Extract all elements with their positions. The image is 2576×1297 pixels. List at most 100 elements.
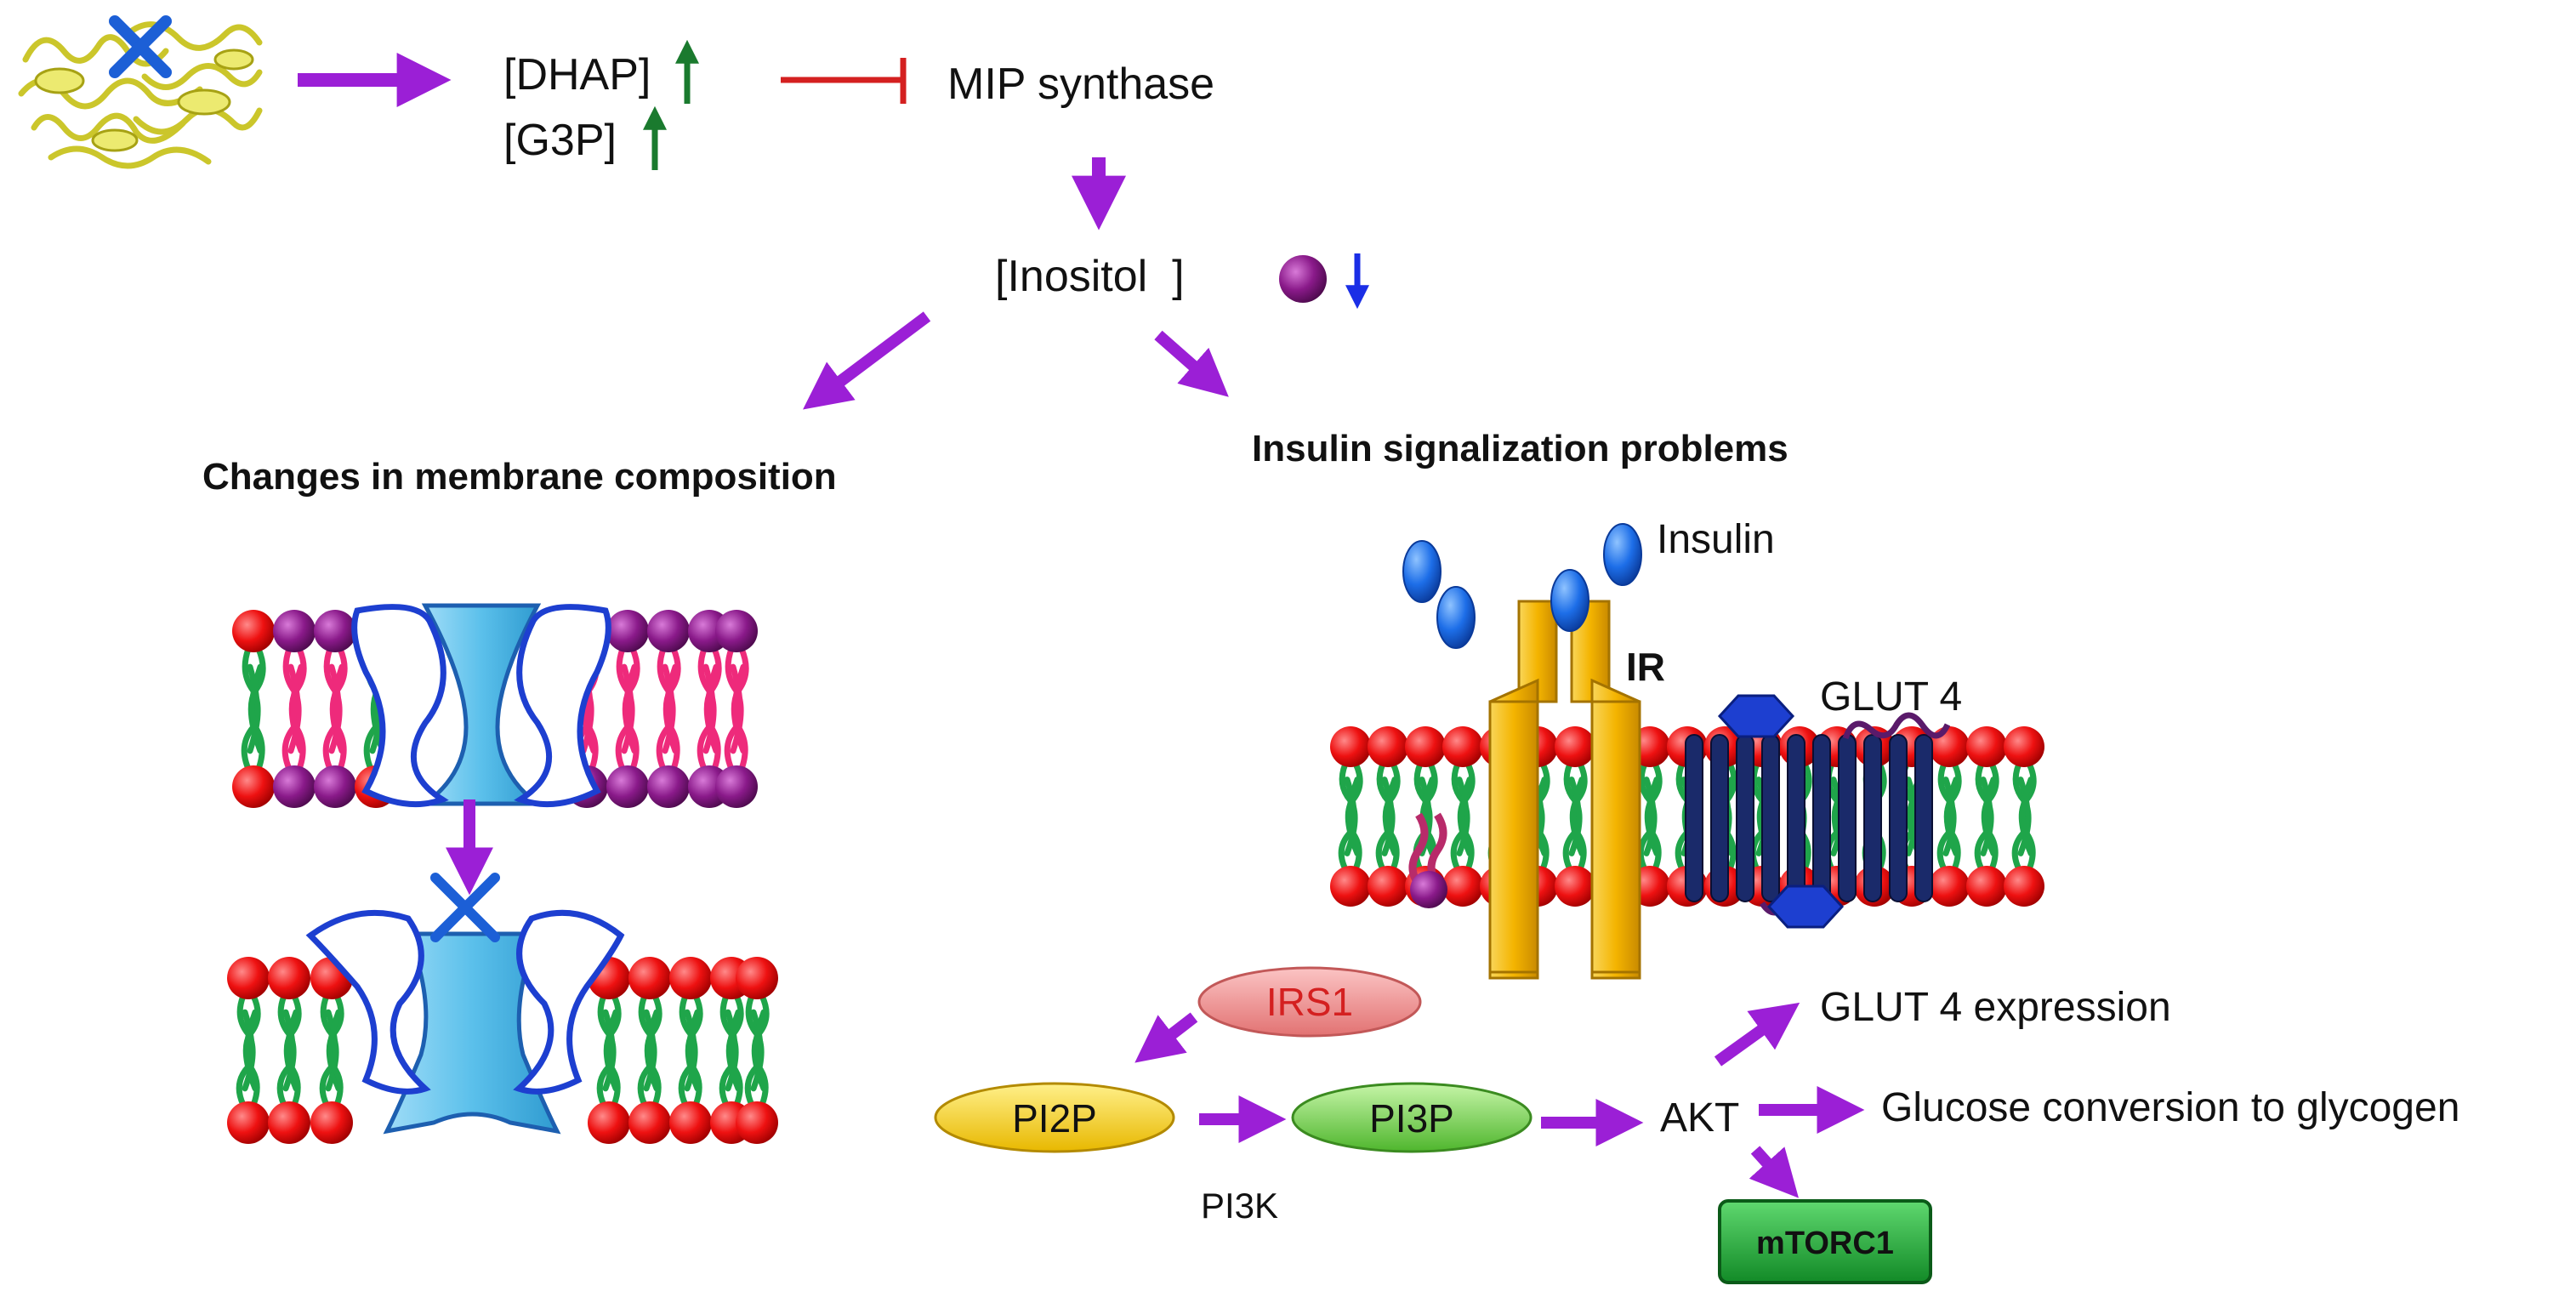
glut4-helix: [1863, 734, 1882, 902]
glucose-hexagon-icon: [1717, 694, 1795, 738]
lipid-head: [1442, 866, 1483, 907]
lipid-head: [1966, 726, 2007, 767]
lipid-tail: [704, 663, 721, 772]
pi3k-label: PI3K: [1201, 1186, 1278, 1226]
lipid-head: [227, 1101, 270, 1144]
lipid-head: [715, 765, 758, 808]
mtorc1-node: [1718, 1199, 1932, 1284]
mtorc1-label: mTORC1: [1756, 1226, 1894, 1261]
glut4-helix: [1812, 734, 1831, 902]
lipid-head: [314, 610, 356, 652]
lipid-tail: [604, 1009, 621, 1108]
lipid-head: [1330, 866, 1371, 907]
lipid-head: [588, 1101, 630, 1144]
lipid-tail: [1570, 776, 1587, 873]
lipid-head: [715, 610, 758, 652]
glut4-loop: [1842, 712, 1951, 740]
lipid-head: [1555, 726, 1595, 767]
glut4-transporter: [1685, 694, 1951, 929]
glut4-helix: [1761, 734, 1780, 902]
lipid-tail: [623, 663, 640, 772]
lipid-head: [2004, 866, 2044, 907]
lipid-tail: [1345, 776, 1362, 873]
lipid-head: [1405, 726, 1446, 767]
lipid-tail: [327, 1009, 344, 1108]
lipid-head: [268, 1101, 310, 1144]
lipid-tail: [1982, 776, 1999, 873]
lipid-tail: [289, 663, 306, 772]
mip-synthase-label: MIP synthase: [947, 60, 1214, 109]
insulin-heading: Insulin signalization problems: [1252, 428, 1788, 469]
lipid-tail: [1645, 776, 1662, 873]
insulin-icon: [1550, 569, 1589, 632]
inositol-label: [Inositol ]: [995, 252, 1185, 301]
lipid-head: [310, 1101, 353, 1144]
lipid-head: [232, 765, 275, 808]
membrane-heading: Changes in membrane composition: [202, 456, 837, 498]
glucose-conversion-label: Glucose conversion to glycogen: [1881, 1085, 2459, 1130]
insulin-icon: [1603, 523, 1642, 586]
insulin-icon: [1402, 540, 1442, 603]
channel-after: [383, 931, 561, 1135]
akt-to-glut4-arrow: [1714, 1002, 1800, 1067]
lipid-head: [669, 1101, 712, 1144]
lipid-tail: [663, 663, 680, 772]
glut4-helix: [1914, 734, 1933, 902]
lipid-tail: [1944, 776, 1961, 873]
lipid-tail: [685, 1009, 702, 1108]
lipid-tail: [248, 663, 265, 772]
lipid-head: [314, 765, 356, 808]
irs1-node: [1197, 966, 1422, 1038]
lipid-head: [669, 957, 712, 999]
akt-label: AKT: [1660, 1095, 1739, 1141]
channel-before: [418, 603, 544, 806]
lipid-head: [227, 957, 270, 999]
glut4-label: GLUT 4: [1820, 674, 1962, 720]
lipid-head: [232, 610, 275, 652]
inositol-to-membrane-arrow: [803, 311, 931, 410]
glucose-hexagon-icon: [1766, 885, 1845, 929]
lipid-tail: [284, 1009, 301, 1108]
lipid-tail: [752, 1009, 769, 1108]
membrane-before: [232, 603, 758, 808]
insulin-label: Insulin: [1657, 517, 1775, 562]
pi2p-label: PI2P: [1012, 1096, 1097, 1141]
blocked-cross-icon: [109, 15, 172, 78]
lipid-head: [1368, 726, 1408, 767]
lipid-head: [628, 957, 671, 999]
inositol-to-insulin-arrow: [1154, 330, 1229, 397]
pi3p-node: [1291, 1082, 1533, 1153]
insulin-receptor: [1488, 600, 1641, 980]
dhap-label: [DHAP]: [503, 50, 651, 100]
enzyme-structure-icon: [18, 21, 263, 169]
lipid-tail: [243, 1009, 260, 1108]
insulin-molecules: [1402, 523, 1642, 649]
lipid-head: [273, 765, 316, 808]
lipid-head: [647, 765, 690, 808]
irs1-label: IRS1: [1266, 980, 1353, 1024]
glut4-helix: [1710, 734, 1729, 902]
lipid-head: [647, 610, 690, 652]
channel-wall-right: [514, 604, 611, 808]
lipid-head: [606, 765, 649, 808]
glut4-helix: [1685, 734, 1703, 902]
pi2p-node: [934, 1082, 1175, 1153]
glut4-expression-label: GLUT 4 expression: [1820, 985, 2171, 1030]
channel-blocked-cross-icon: [430, 873, 500, 942]
lipid-head: [268, 957, 310, 999]
lipid-tail: [726, 1009, 743, 1108]
lipid-tail: [731, 663, 748, 772]
ir-label: IR: [1626, 645, 1665, 689]
lipid-head: [1929, 866, 1970, 907]
glut4-helix: [1838, 734, 1857, 902]
insulin-icon: [1436, 586, 1476, 649]
lipid-head: [1966, 866, 2007, 907]
irs1-to-pi2p-arrow: [1134, 1012, 1198, 1063]
channel-after-wall-left: [305, 909, 431, 1095]
lipid-head: [273, 610, 316, 652]
akt-to-mtorc1-arrow: [1749, 1146, 1799, 1198]
lipid-head: [1442, 726, 1483, 767]
pi3p-label: PI3P: [1369, 1096, 1454, 1141]
glut4-helix: [1787, 734, 1805, 902]
